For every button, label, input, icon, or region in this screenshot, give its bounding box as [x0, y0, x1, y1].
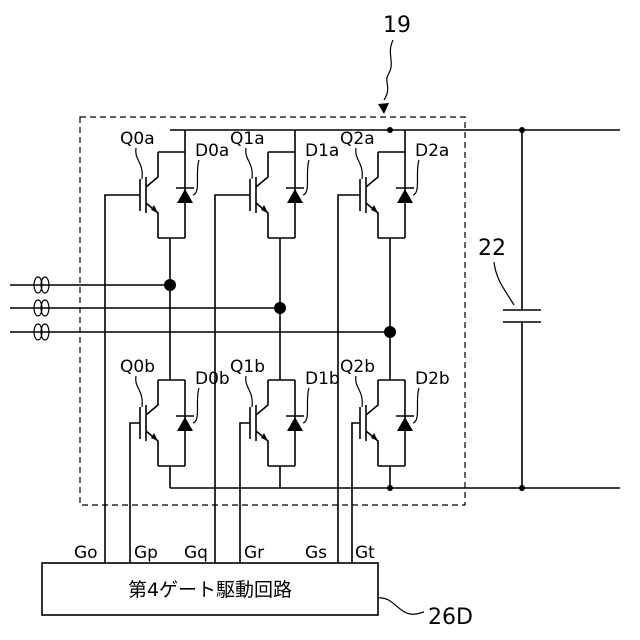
module-ref-arrowhead — [378, 103, 389, 114]
lower-2-transistor-leader — [356, 376, 363, 407]
upper-1-transistor-leader — [246, 148, 253, 179]
bridge-leg-2: Q2aD2aQ2bD2b — [340, 129, 450, 488]
capacitor-ref-leader — [494, 262, 514, 305]
upper-2-diode-label: D2a — [415, 141, 449, 161]
bus-junction — [387, 127, 393, 133]
lower-1-diode-icon — [287, 417, 303, 431]
phase-node-dot — [384, 326, 396, 338]
gate-circuit-ref-leader — [378, 598, 424, 614]
lower-0-diode-icon — [177, 417, 193, 431]
upper-1-diode-label: D1a — [305, 141, 339, 161]
lower-0-transistor-label: Q0b — [120, 357, 155, 377]
gate-label-gr: Gr — [244, 543, 264, 563]
lower-0-transistor-leader — [136, 376, 143, 407]
lower-0-transistor-collector — [146, 380, 158, 415]
gate-wire-upper-2 — [338, 195, 360, 563]
lower-2-emitter-arrow — [371, 433, 378, 441]
upper-0-transistor-leader — [136, 148, 143, 179]
gate-wire-lower-1 — [240, 423, 250, 563]
gate-circuit-ref-label: 26D — [428, 605, 473, 630]
gate-label-go: Go — [74, 543, 98, 563]
gate-label-gq: Gq — [184, 543, 208, 563]
lower-2-diode-label: D2b — [415, 369, 450, 389]
upper-0-diode-label: D0a — [195, 141, 229, 161]
lower-2-transistor-emitter — [366, 431, 378, 466]
upper-0-transistor-emitter — [146, 203, 158, 238]
upper-2-transistor-collector — [366, 152, 378, 187]
lower-0-transistor-emitter — [146, 431, 158, 466]
switch-legs: Q0aD0aQ0bD0bQ1aD1aQ1bD1bQ2aD2aQ2bD2b — [120, 129, 450, 488]
upper-0-emitter-arrow — [151, 205, 158, 213]
lower-0-diode-leader — [193, 388, 199, 423]
upper-0-diode-icon — [177, 189, 193, 203]
module-ref-leader — [384, 40, 393, 100]
lower-2-transistor-collector — [366, 380, 378, 415]
upper-1-emitter-arrow — [261, 205, 268, 213]
module-boundary — [80, 117, 465, 505]
upper-2-transistor-emitter — [366, 203, 378, 238]
module-ref-label: 19 — [383, 13, 411, 38]
lower-1-transistor-leader — [246, 376, 253, 407]
upper-1-transistor-collector — [256, 152, 268, 187]
upper-0-transistor-label: Q0a — [120, 129, 155, 149]
upper-1-diode-icon — [287, 189, 303, 203]
phase-node-dot — [164, 279, 176, 291]
upper-2-diode-icon — [397, 189, 413, 203]
upper-2-emitter-arrow — [371, 205, 378, 213]
upper-2-transistor-label: Q2a — [340, 129, 375, 149]
capacitor-ref-label: 22 — [478, 236, 506, 261]
lower-1-transistor-label: Q1b — [230, 357, 265, 377]
lower-0-emitter-arrow — [151, 433, 158, 441]
upper-2-transistor-leader — [356, 148, 363, 179]
gate-wire-lower-0 — [130, 423, 140, 563]
gate-label-gs: Gs — [305, 543, 327, 563]
gate-label-gt: Gt — [355, 543, 375, 563]
lower-2-transistor-label: Q2b — [340, 357, 375, 377]
gate-wire-upper-0 — [105, 195, 140, 563]
gate-signal-labels: Go Gp Gq Gr Gs Gt — [74, 543, 375, 563]
lower-1-emitter-arrow — [261, 433, 268, 441]
lower-2-diode-icon — [397, 417, 413, 431]
upper-1-transistor-label: Q1a — [230, 129, 265, 149]
phase-node-dot — [274, 302, 286, 314]
lower-1-diode-label: D1b — [305, 369, 340, 389]
lower-1-transistor-emitter — [256, 431, 268, 466]
upper-2-diode-leader — [413, 160, 419, 195]
gate-drive-circuit-label: 第4ゲート駆動回路 — [128, 579, 292, 601]
upper-1-transistor-emitter — [256, 203, 268, 238]
upper-0-diode-leader — [193, 160, 199, 195]
lower-1-transistor-collector — [256, 380, 268, 415]
lower-2-diode-leader — [413, 388, 419, 423]
lower-1-diode-leader — [303, 388, 309, 423]
upper-0-transistor-collector — [146, 152, 158, 187]
lower-0-diode-label: D0b — [195, 369, 230, 389]
gate-wire-lower-2 — [352, 423, 360, 563]
gate-label-gp: Gp — [134, 543, 158, 563]
upper-1-diode-leader — [303, 160, 309, 195]
